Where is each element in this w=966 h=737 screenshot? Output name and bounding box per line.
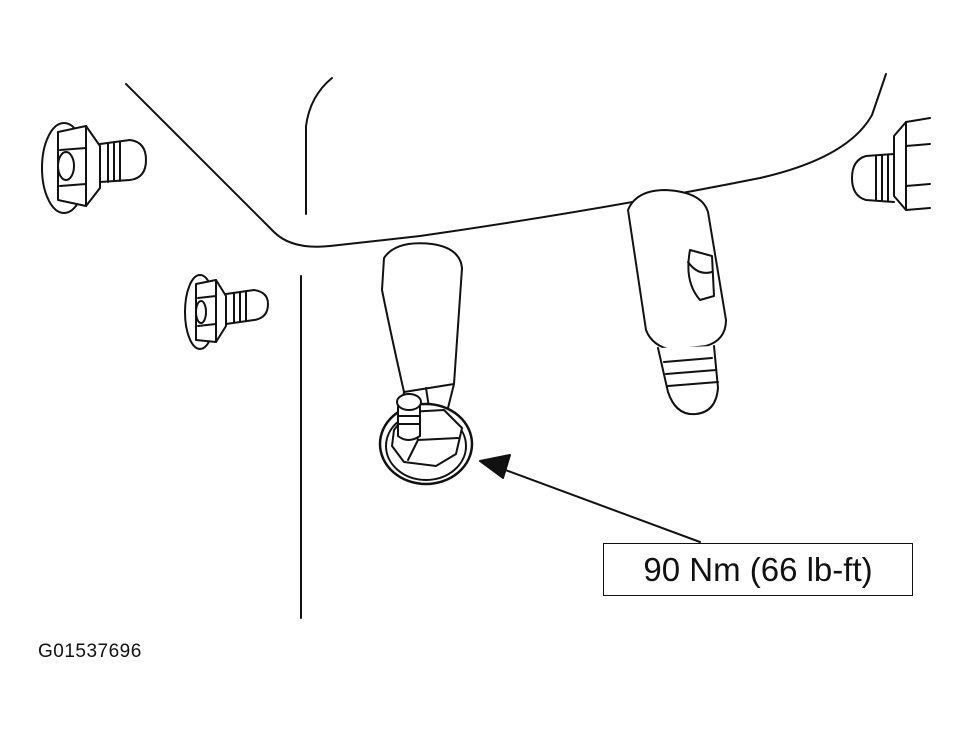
- mount-bracket-icon: [627, 189, 727, 416]
- flange-nut-icon: [378, 393, 474, 486]
- leader-arrow: [479, 454, 701, 543]
- torque-spec-label: 90 Nm (66 lb-ft): [603, 543, 913, 596]
- figure-id: G01537696: [38, 641, 142, 662]
- flange-bolt-icon: [851, 117, 931, 211]
- panel-outline: [125, 73, 887, 619]
- flange-bolt-icon: [41, 122, 147, 214]
- mount-bracket-icon: [381, 242, 463, 417]
- flange-bolt-icon: [184, 274, 269, 350]
